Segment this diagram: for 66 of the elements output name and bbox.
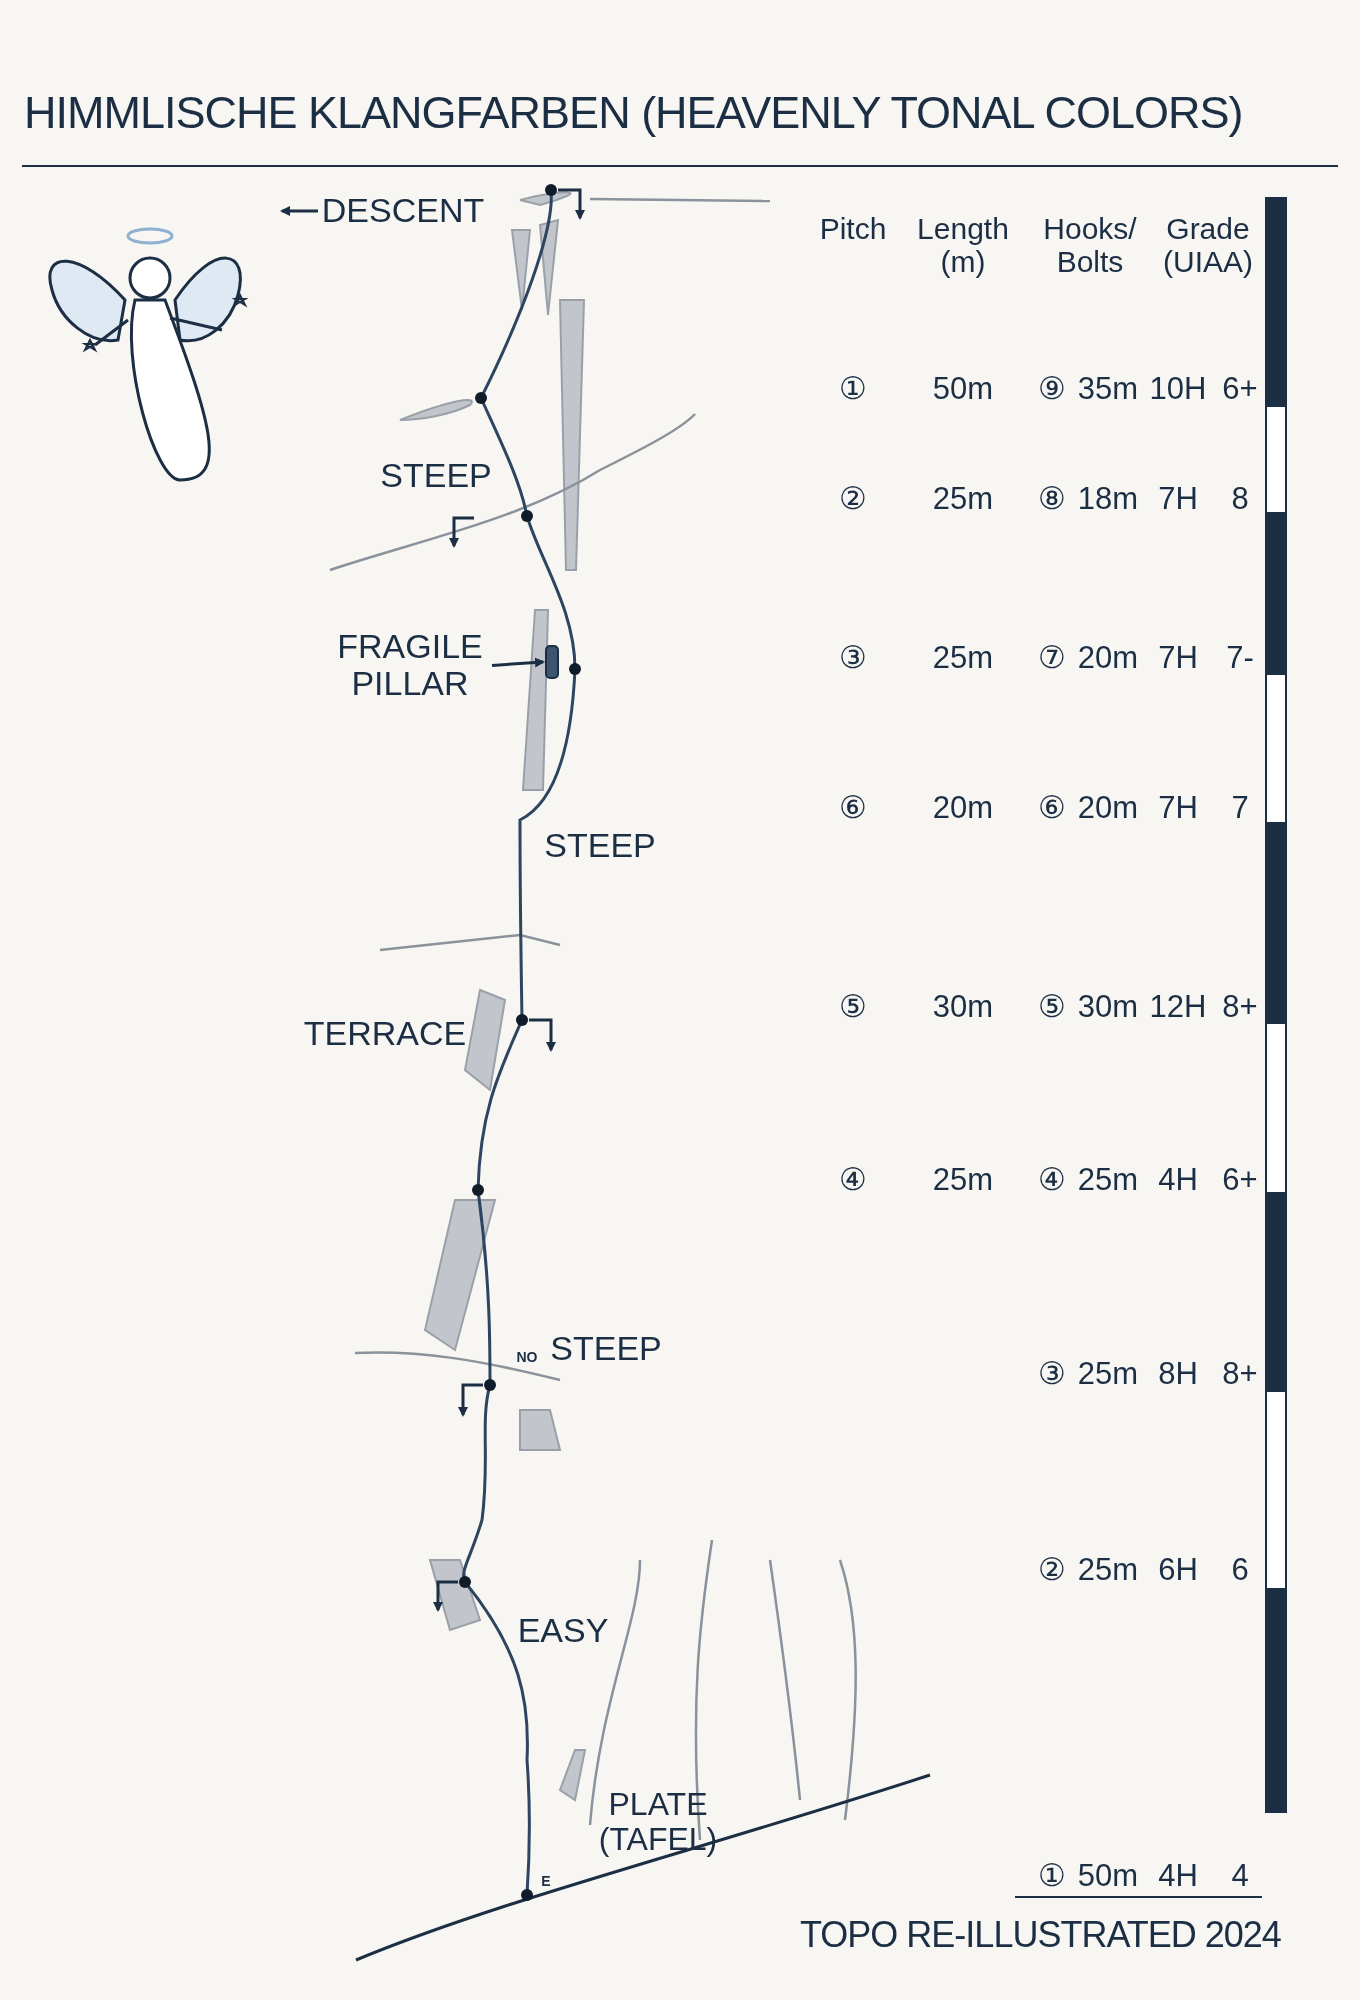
- table-cell: 50m: [932, 371, 994, 407]
- table-cell: ⑥: [839, 790, 867, 826]
- table-cell: 20m: [1077, 640, 1139, 676]
- table-cell: 25m: [932, 640, 994, 676]
- table-cell: 6H: [1158, 1552, 1198, 1588]
- callout-label: FRAGILE PILLAR: [330, 628, 490, 703]
- table-cell: 8+: [1222, 989, 1258, 1025]
- table-cell: ⑦: [1038, 640, 1066, 676]
- table-cell: 7H: [1158, 481, 1198, 517]
- route-label: E: [541, 1874, 551, 1890]
- table-cell: ②: [1038, 1552, 1066, 1588]
- table-cell: 25m: [1077, 1552, 1139, 1588]
- table-cell: ②: [839, 481, 867, 517]
- table-cell: 6: [1231, 1552, 1249, 1588]
- table-cell: ③: [839, 640, 867, 676]
- route-label: NO: [516, 1350, 538, 1366]
- route-label: STEEP: [550, 1330, 662, 1368]
- arrow: [491, 657, 545, 668]
- pillar-block: [545, 645, 559, 679]
- table-cell: 7-: [1226, 640, 1254, 676]
- table-cell: 7H: [1158, 640, 1198, 676]
- table-cell: 20m: [932, 790, 994, 826]
- table-cell: 25m: [1077, 1356, 1139, 1392]
- table-cell: ⑤: [1038, 989, 1066, 1025]
- table-header: Length (m): [916, 212, 1010, 278]
- table-header: Grade (UIAA): [1162, 212, 1254, 278]
- table-cell: ④: [839, 1162, 867, 1198]
- table-cell: ①: [1038, 1858, 1066, 1894]
- table-cell: ⑨: [1038, 371, 1066, 407]
- caption: TOPO RE-ILLUSTRATED 2024: [800, 1915, 1281, 1955]
- table-cell: 8: [1231, 481, 1249, 517]
- route-label: EASY: [517, 1612, 609, 1650]
- table-cell: 35m: [1077, 371, 1139, 407]
- table-cell: ⑤: [839, 989, 867, 1025]
- table-cell: ①: [839, 371, 867, 407]
- table-cell: 30m: [932, 989, 994, 1025]
- table-cell: 20m: [1077, 790, 1139, 826]
- table-cell: 7H: [1158, 790, 1198, 826]
- table-cell: ③: [1038, 1356, 1066, 1392]
- table-cell: 10H: [1149, 371, 1207, 407]
- title: HIMMLISCHE KLANGFARBEN (HEAVENLY TONAL COLORS): [24, 88, 1243, 138]
- table-cell: 7: [1231, 790, 1249, 826]
- route-label: STEEP: [380, 457, 492, 495]
- table-cell: 25m: [932, 1162, 994, 1198]
- table-cell: 18m: [1077, 481, 1139, 517]
- table-cell: ⑥: [1038, 790, 1066, 826]
- route-label: STEEP: [544, 827, 656, 865]
- table-header: Pitch: [818, 212, 888, 245]
- table-cell: ⑧: [1038, 481, 1066, 517]
- table-cell: 6+: [1222, 1162, 1258, 1198]
- table-cell: 30m: [1077, 989, 1139, 1025]
- table-cell: 4: [1231, 1858, 1249, 1894]
- table-cell: 12H: [1149, 989, 1207, 1025]
- table-header: Hooks/ Bolts: [1042, 212, 1138, 278]
- route-label: PLATE (TAFEL): [598, 1786, 718, 1858]
- route-label: DESCENT: [321, 192, 485, 230]
- table-cell: 4H: [1158, 1162, 1198, 1198]
- table-cell: 6+: [1222, 371, 1258, 407]
- route-label: TERRACE: [303, 1015, 467, 1053]
- table-cell: ④: [1038, 1162, 1066, 1198]
- table-cell: 50m: [1077, 1858, 1139, 1894]
- table-cell: 25m: [1077, 1162, 1139, 1198]
- table-cell: 25m: [932, 481, 994, 517]
- table-cell: 4H: [1158, 1858, 1198, 1894]
- table-cell: 8H: [1158, 1356, 1198, 1392]
- table-cell: 8+: [1222, 1356, 1258, 1392]
